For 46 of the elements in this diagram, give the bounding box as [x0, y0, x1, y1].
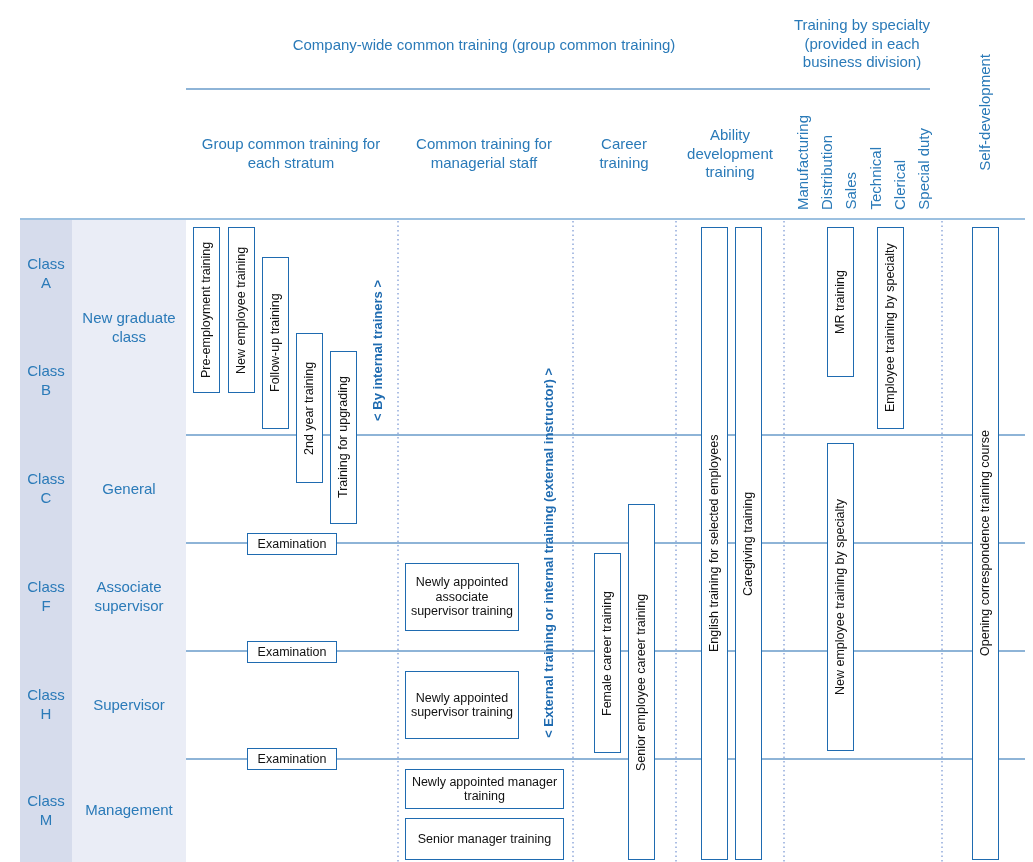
training-box: Employee training by specialty — [877, 227, 904, 429]
position-header-cell: Supervisor — [72, 651, 186, 759]
specialty-heading: Special duty — [914, 128, 933, 210]
specialty-heading: Manufacturing — [793, 114, 812, 210]
column-heading: Self-development — [975, 53, 994, 171]
position-header-cell: Management — [72, 759, 186, 862]
training-box: Senior employee career training — [628, 504, 655, 860]
training-box: Senior manager training — [405, 818, 564, 860]
vertical-note: < External training or internal training (external instructor) > — [540, 368, 557, 738]
vertical-note: < By internal trainers > — [369, 279, 386, 421]
training-box: English training for selected employees — [701, 227, 728, 860]
position-header-cell: Associate supervisor — [72, 543, 186, 651]
class-header-cell: Class M — [20, 759, 72, 862]
training-box: Examination — [247, 748, 337, 770]
class-header-cell: Class A — [20, 220, 72, 327]
position-header-cell: New graduate class — [72, 220, 186, 435]
column-heading: Group common training for each stratum — [200, 135, 382, 173]
specialty-heading: Technical — [866, 147, 885, 210]
column-heading: Company-wide common training (group common training) — [291, 35, 677, 55]
training-box: Follow-up training — [262, 257, 289, 429]
class-header-cell: Class C — [20, 435, 72, 543]
specialty-heading: Distribution — [817, 134, 836, 210]
position-header-cell: General — [72, 435, 186, 543]
training-box: Newly appointed associate supervisor training — [405, 563, 519, 631]
column-heading: Career training — [598, 135, 650, 173]
column-heading: Ability development training — [686, 125, 774, 183]
class-header-cell: Class B — [20, 327, 72, 435]
class-header-cell: Class H — [20, 651, 72, 759]
training-box: Examination — [247, 641, 337, 663]
training-box: Female career training — [594, 553, 621, 753]
training-box: MR training — [827, 227, 854, 377]
training-box: Opening correspondence training course — [972, 227, 999, 860]
specialty-heading: Clerical — [890, 160, 909, 210]
class-header-cell: Class F — [20, 543, 72, 651]
training-box: Training for upgrading — [330, 351, 357, 524]
training-box: Pre-employment training — [193, 227, 220, 393]
training-box: 2nd year training — [296, 333, 323, 483]
training-box: Examination — [247, 533, 337, 555]
training-box: New employee training — [228, 227, 255, 393]
training-box: Newly appointed supervisor training — [405, 671, 519, 739]
specialty-heading: Sales — [841, 172, 860, 210]
column-heading: Training by specialty (provided in each business division) — [792, 15, 932, 73]
training-box: New employee training by specialty — [827, 443, 854, 751]
training-box: Newly appointed manager training — [405, 769, 564, 809]
training-box: Caregiving training — [735, 227, 762, 860]
column-heading: Common training for managerial staff — [415, 135, 553, 173]
